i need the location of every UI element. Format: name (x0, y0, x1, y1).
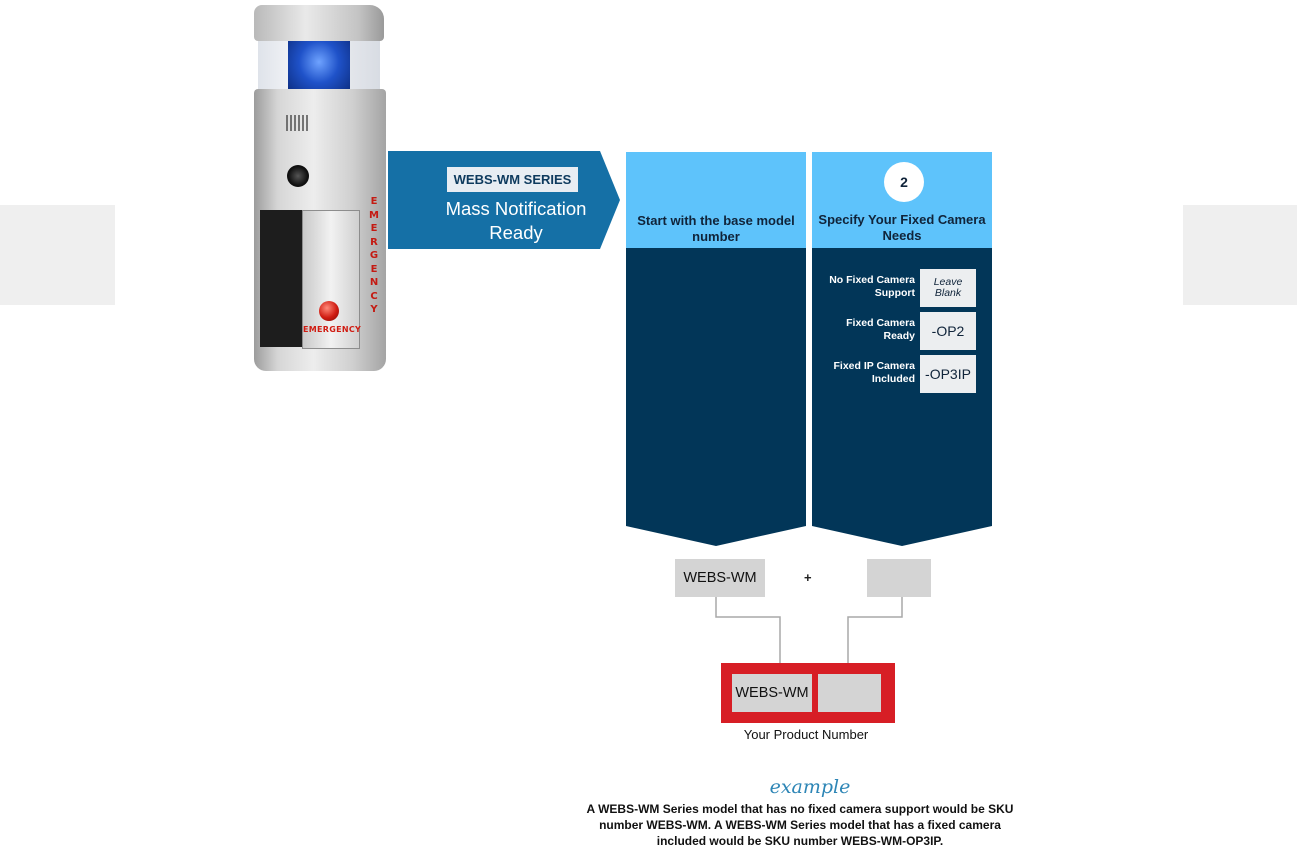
base-code-box: WEBS-WM (675, 559, 765, 597)
step1-heading: Start with the base model number (637, 213, 795, 244)
speaker-panel (260, 210, 304, 347)
result-option-placeholder (818, 674, 881, 712)
series-tag: WEBS-WM SERIES (447, 167, 578, 192)
option-code-box: -OP2 (920, 312, 976, 350)
option-code: Leave Blank (933, 276, 963, 299)
step2-heading: Specify Your Fixed Camera Needs (818, 212, 986, 243)
banner-headline: Mass Notification Ready (430, 197, 602, 245)
option-code-placeholder (867, 559, 931, 597)
example-description: A WEBS-WM Series model that has no fixed… (586, 802, 1014, 848)
blue-beacon-light (288, 35, 350, 95)
connector-left (715, 597, 781, 675)
option-code: -OP2 (931, 323, 965, 339)
option-code: -OP3IP (925, 366, 971, 382)
option-label: No Fixed Camera Support (829, 274, 915, 299)
panel-emergency-label: EMERGENCY (303, 325, 362, 334)
banner-line-2: Ready (489, 222, 543, 243)
option-code-box: -OP3IP (920, 355, 976, 393)
banner-line-1: Mass Notification (445, 198, 587, 219)
option-label: Fixed IP Camera Included (833, 360, 915, 385)
step1-header: Start with the base model number (626, 152, 806, 248)
tower-cap (254, 5, 384, 41)
result-code: WEBS-WM (735, 685, 809, 701)
emergency-tower-image: EMERGENCY EMERGENCY (250, 5, 390, 375)
example-title: example (769, 776, 851, 798)
speaker-grille (286, 115, 308, 131)
side-emergency-label: EMERGENCY (369, 196, 379, 315)
call-station-panel (302, 210, 360, 349)
product-number-caption: Your Product Number (743, 727, 869, 742)
camera-lens (287, 165, 309, 187)
option-code-box: Leave Blank (920, 269, 976, 307)
step1-column-body (626, 248, 806, 546)
option-label: Fixed Camera Ready (846, 317, 915, 342)
left-side-panel (0, 205, 115, 305)
result-code-box: WEBS-WM (732, 674, 812, 712)
base-code: WEBS-WM (683, 570, 757, 586)
emergency-button (319, 301, 339, 321)
connector-lines (715, 597, 903, 675)
plus-sign: + (804, 570, 812, 585)
step-number-badge: 2 (884, 162, 924, 202)
right-side-panel (1183, 205, 1297, 305)
connector-right (847, 597, 903, 675)
